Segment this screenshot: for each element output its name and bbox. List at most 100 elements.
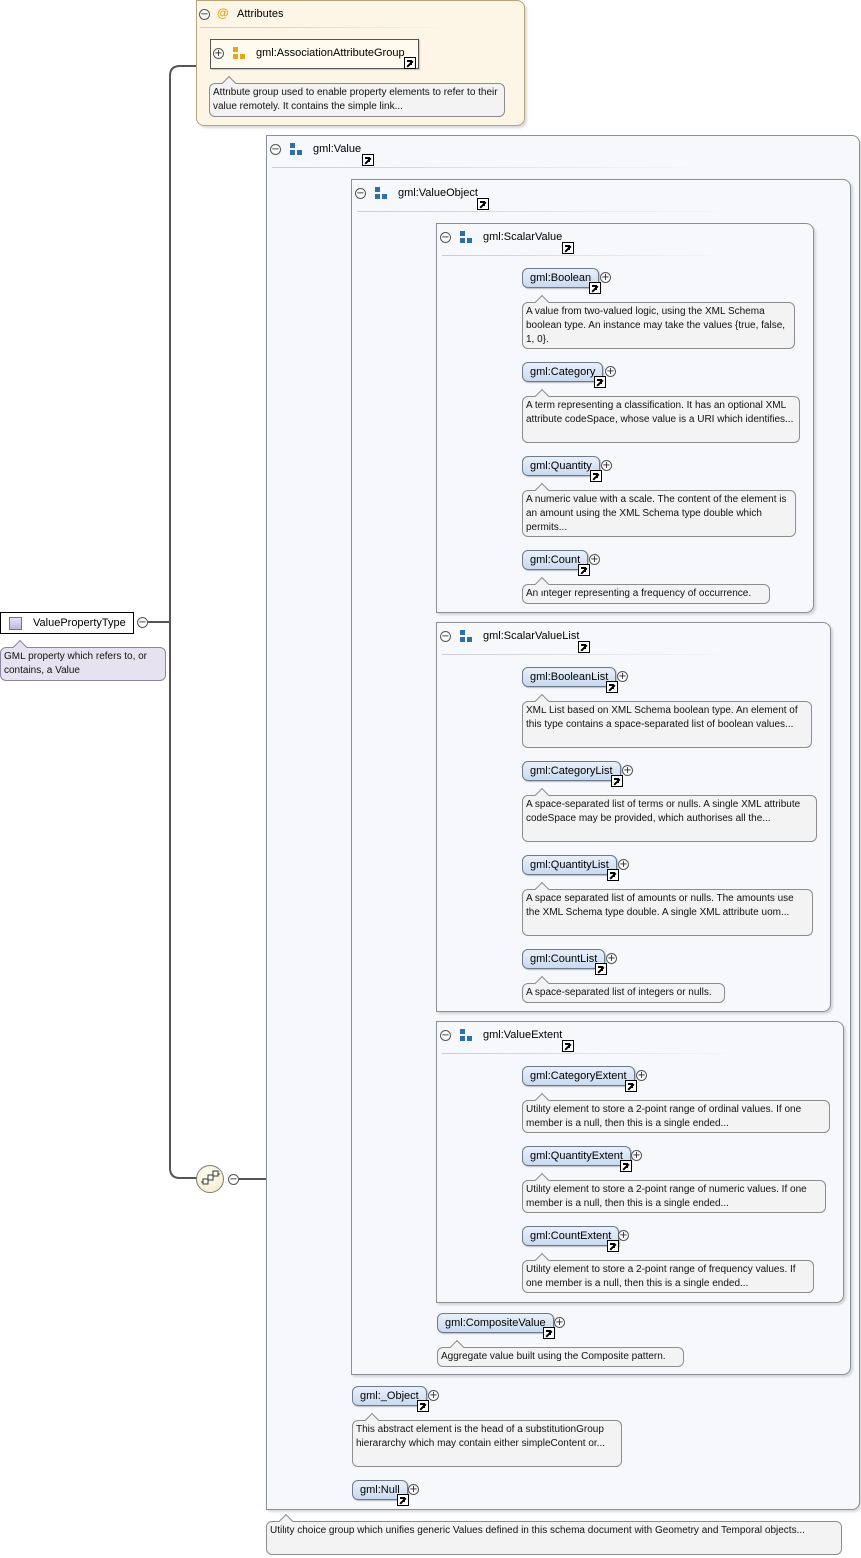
compositevalue-documentation: Aggregate value built using the Composit… [437, 1339, 684, 1367]
categorylist-expand-toggle[interactable]: + [622, 765, 633, 776]
categorylist-link-icon[interactable] [611, 775, 623, 787]
valueextent-group-icon [460, 1029, 472, 1041]
scalarvaluelist-collapse-toggle[interactable]: − [440, 631, 451, 642]
element-quantityextent[interactable]: gml:QuantityExtent [522, 1146, 631, 1166]
countlist-link-icon[interactable] [595, 963, 607, 975]
categorylist-documentation: A space-separated list of terms or nulls… [522, 787, 817, 842]
category-doc-text: A term representing a classification. It… [526, 400, 794, 425]
categoryextent-link-icon[interactable] [625, 1080, 637, 1092]
element-object[interactable]: gml:_Object [352, 1386, 427, 1406]
valueobject-link-icon[interactable] [477, 198, 489, 210]
quantity-expand-toggle[interactable]: + [601, 460, 612, 471]
quantityextent-expand-toggle[interactable]: + [631, 1150, 642, 1161]
attributes-separator [200, 27, 450, 28]
scalarvaluelist-group-icon [460, 630, 472, 642]
element-booleanlist[interactable]: gml:BooleanList [522, 667, 617, 687]
categoryextent-doc-text: Utility element to store a 2-point range… [526, 1104, 802, 1129]
element-countlist[interactable]: gml:CountList [522, 949, 606, 969]
boolean-expand-toggle[interactable]: + [600, 272, 611, 283]
countextent-doc-text: Utility element to store a 2-point range… [526, 1264, 796, 1289]
root-collapse-toggle[interactable]: − [137, 617, 148, 628]
compositevalue-expand-toggle[interactable]: + [554, 1317, 565, 1328]
value-group-doc-text: Utility choice group which unifies gener… [270, 1525, 805, 1536]
quantityextent-documentation: Utility element to store a 2-point range… [522, 1172, 826, 1213]
count-doc-text: An integer representing a frequency of o… [526, 588, 752, 599]
attribute-group-expand-toggle[interactable]: + [213, 48, 224, 59]
root-type-name: ValuePropertyType [33, 617, 126, 629]
category-link-icon[interactable] [594, 376, 606, 388]
element-boolean[interactable]: gml:Boolean [522, 268, 600, 288]
value-group-name: gml:Value [313, 143, 362, 155]
root-doc-text: GML property which refers to, or contain… [4, 651, 148, 676]
categoryextent-expand-toggle[interactable]: + [636, 1070, 647, 1081]
booleanlist-link-icon[interactable] [606, 681, 618, 693]
sequence-compositor-icon[interactable] [196, 1165, 224, 1193]
valueextent-group-name: gml:ValueExtent [483, 1029, 563, 1041]
count-expand-toggle[interactable]: + [589, 554, 600, 565]
countextent-expand-toggle[interactable]: + [618, 1230, 629, 1241]
quantityextent-link-icon[interactable] [620, 1160, 632, 1172]
object-expand-toggle[interactable]: + [428, 1390, 439, 1401]
null-expand-toggle[interactable]: + [408, 1484, 419, 1495]
object-link-icon[interactable] [417, 1400, 429, 1412]
sequence-collapse-toggle[interactable]: − [228, 1174, 239, 1185]
root-type-box[interactable]: ValuePropertyType [0, 612, 134, 634]
countlist-expand-toggle[interactable]: + [606, 953, 617, 964]
attributes-title: Attributes [237, 8, 284, 20]
valueextent-separator [442, 1053, 742, 1054]
quantity-documentation: A numeric value with a scale. The conten… [522, 482, 796, 537]
quantitylist-documentation: A space separated list of amounts or nul… [522, 881, 813, 936]
quantity-doc-text: A numeric value with a scale. The conten… [526, 494, 787, 533]
element-categorylist[interactable]: gml:CategoryList [522, 761, 621, 781]
booleanlist-expand-toggle[interactable]: + [617, 671, 628, 682]
value-group-documentation: Utility choice group which unifies gener… [266, 1513, 842, 1555]
quantitylist-link-icon[interactable] [607, 869, 619, 881]
valueextent-link-icon[interactable] [562, 1040, 574, 1052]
attribute-group-doc-text: Attribute group used to enable property … [213, 87, 498, 112]
quantitylist-expand-toggle[interactable]: + [618, 859, 629, 870]
scalarvalue-link-icon[interactable] [562, 242, 574, 254]
scalarvaluelist-group-name: gml:ScalarValueList [483, 630, 580, 642]
element-null[interactable]: gml:Null [352, 1480, 408, 1500]
element-countextent[interactable]: gml:CountExtent [522, 1226, 620, 1246]
count-documentation: An integer representing a frequency of o… [522, 576, 770, 604]
category-expand-toggle[interactable]: + [605, 366, 616, 377]
categorylist-doc-text: A space-separated list of terms or nulls… [526, 799, 801, 824]
countextent-documentation: Utility element to store a 2-point range… [522, 1252, 814, 1293]
attribute-group-name: gml:AssociationAttributeGroup [256, 47, 405, 59]
category-documentation: A term representing a classification. It… [522, 388, 800, 443]
valueobject-separator [357, 211, 737, 212]
countextent-link-icon[interactable] [607, 1240, 619, 1252]
attribute-group-box[interactable] [210, 39, 419, 69]
null-link-icon[interactable] [397, 1494, 409, 1506]
object-documentation: This abstract element is the head of a s… [352, 1412, 622, 1467]
scalarvalue-group-name: gml:ScalarValue [483, 231, 563, 243]
element-compositevalue[interactable]: gml:CompositeValue [437, 1313, 554, 1333]
value-group-link-icon[interactable] [362, 154, 374, 166]
value-group-icon [290, 143, 302, 155]
element-count[interactable]: gml:Count [522, 550, 589, 570]
compositevalue-link-icon[interactable] [543, 1327, 555, 1339]
scalarvaluelist-separator [442, 654, 732, 655]
count-link-icon[interactable] [578, 564, 590, 576]
element-quantitylist[interactable]: gml:QuantityList [522, 855, 617, 875]
attribute-group-link-icon[interactable] [404, 57, 416, 69]
scalarvaluelist-link-icon[interactable] [578, 641, 590, 653]
element-category[interactable]: gml:Category [522, 362, 604, 382]
element-categoryextent[interactable]: gml:CategoryExtent [522, 1066, 635, 1086]
element-quantity[interactable]: gml:Quantity [522, 456, 600, 476]
boolean-link-icon[interactable] [589, 282, 601, 294]
object-doc-text: This abstract element is the head of a s… [356, 1424, 606, 1449]
valueextent-collapse-toggle[interactable]: − [440, 1030, 451, 1041]
attributes-collapse-toggle[interactable]: − [199, 9, 210, 20]
scalarvalue-collapse-toggle[interactable]: − [440, 232, 451, 243]
value-group-separator [272, 167, 702, 168]
compositevalue-doc-text: Aggregate value built using the Composit… [441, 1351, 666, 1362]
valueobject-collapse-toggle[interactable]: − [355, 188, 366, 199]
categoryextent-documentation: Utility element to store a 2-point range… [522, 1092, 830, 1133]
valueobject-group-icon [375, 187, 387, 199]
quantity-link-icon[interactable] [590, 470, 602, 482]
valueobject-group-name: gml:ValueObject [398, 187, 478, 199]
attribute-group-documentation: Attribute group used to enable property … [209, 75, 505, 117]
value-group-collapse-toggle[interactable]: − [270, 144, 281, 155]
